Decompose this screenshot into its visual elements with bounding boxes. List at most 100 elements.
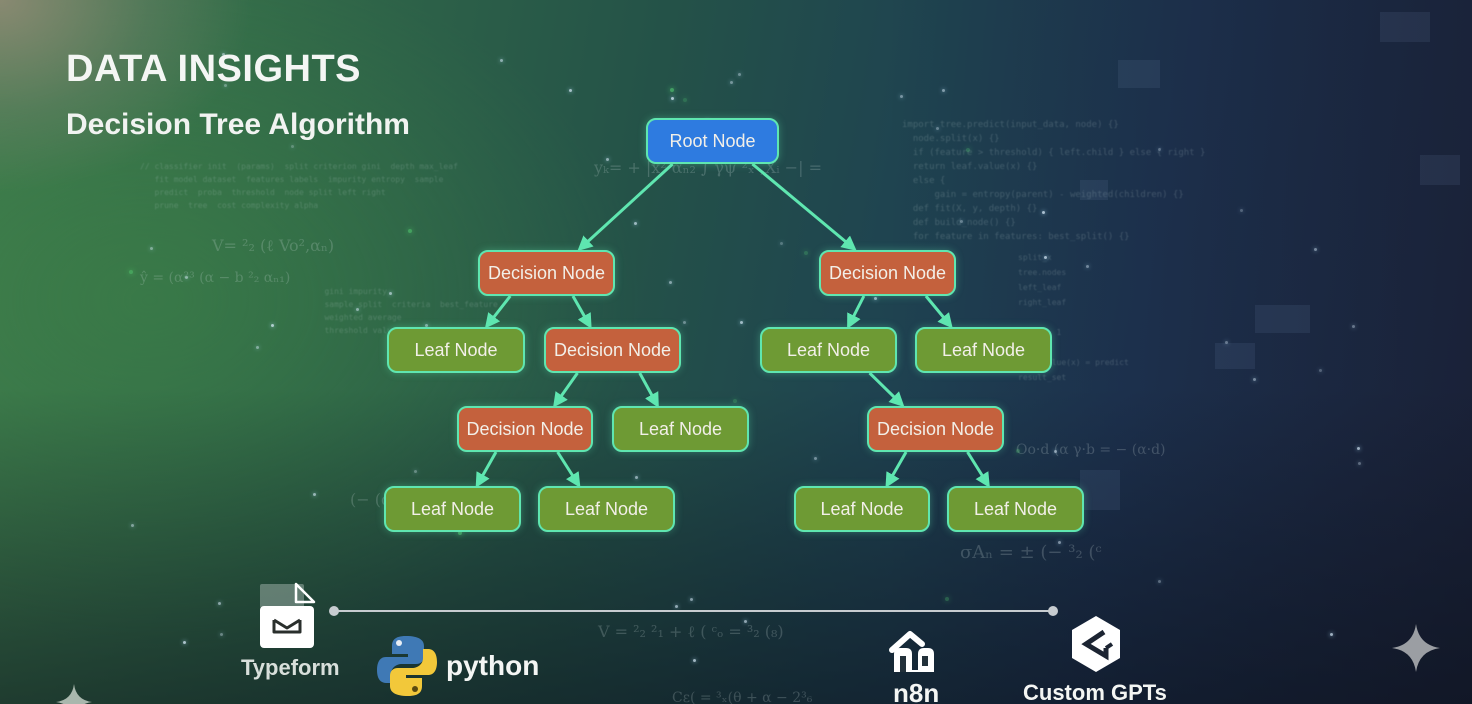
star-dot [942,89,945,92]
node-label: Decision Node [828,262,947,283]
node-label: Decision Node [487,262,606,283]
star-dot [1044,256,1047,259]
tree-edge-root-d1 [577,162,674,252]
star-dot [780,242,783,245]
star-dot [408,229,412,233]
star-dot [389,292,392,295]
tree-edge-d4-l6 [556,451,581,488]
tree-edge-d3-d4 [553,372,579,408]
star-dot [744,620,747,623]
tree-edge-root-d2 [751,162,857,251]
background-square [1118,60,1160,88]
node-label: Decision Node [466,418,584,439]
background-equation: Cε( = ³ₓ(θ + α − 2³₆ [672,690,813,704]
star-dot [966,148,970,152]
tree-node-decision[interactable]: Decision Node [819,250,956,296]
star-dot [218,602,221,605]
star-dot [804,251,808,255]
node-label: Leaf Node [973,498,1058,519]
star-dot [569,89,572,92]
star-dot [738,73,741,76]
star-dot [733,399,737,403]
background-square [1255,305,1310,333]
star-dot [1086,265,1089,268]
tool-label: Typeform [241,655,340,680]
star-dot [1158,148,1161,151]
star-dot [1016,449,1020,453]
tree-edge-d2-l3 [924,295,953,329]
star-dot [1357,447,1360,450]
tree-node-root[interactable]: Root Node [646,118,779,164]
tree-edge-d4-l5 [475,451,498,488]
star-dot [671,97,674,100]
star-dot [356,308,359,311]
tree-edge-d1-d3 [571,295,592,329]
tree-edge-l2-d5 [868,371,905,408]
tool-custom-gpts[interactable]: Custom GPTs [1020,612,1180,704]
n8n-logo-icon [889,631,934,672]
star-dot [224,84,227,87]
tree-node-decision[interactable]: Decision Node [478,250,615,296]
star-dot [635,476,638,479]
star-dot [313,493,316,496]
sparkle-icon [1392,624,1440,672]
tree-node-leaf[interactable]: Leaf Node [538,486,675,532]
timeline-dot-end [1048,606,1058,616]
tree-node-decision[interactable]: Decision Node [457,406,593,452]
tree-node-leaf[interactable]: Leaf Node [612,406,749,452]
star-dot [606,158,609,161]
background-code-block: // classifier init (params) split criter… [140,162,458,210]
node-label: Leaf Node [638,418,723,439]
star-dot [1042,211,1045,214]
background-square [1420,155,1460,185]
star-dot [291,145,294,148]
python-logo-icon [377,636,437,696]
star-dot [1054,450,1057,453]
star-dot [185,276,188,279]
custom-gpts-logo-icon [1072,616,1120,672]
star-dot [1319,369,1322,372]
tool-label: python [446,650,540,681]
background-square [1215,343,1255,369]
tree-node-decision[interactable]: Decision Node [867,406,1004,452]
tool-label: n8n [893,678,940,704]
star-dot [675,605,678,608]
tree-node-leaf[interactable]: Leaf Node [387,327,525,373]
background-code-block: gini impurity sample split criteria best… [324,287,498,335]
tree-edge-d5-l8 [966,451,990,488]
star-dot [129,270,133,274]
tree-node-leaf[interactable]: Leaf Node [760,327,897,373]
page-title: DATA INSIGHTS [66,48,362,90]
tools-timeline-line [334,610,1054,612]
star-dot [730,81,733,84]
star-dot [670,88,674,92]
star-dot [220,633,223,636]
tree-node-leaf[interactable]: Leaf Node [794,486,930,532]
background-equation: V = ²₂ ²₁ + ℓ ( ᶜₒ = ³₂ (₈) [598,622,784,641]
tree-node-leaf[interactable]: Leaf Node [915,327,1052,373]
star-dot [183,641,186,644]
tree-edge-d3-l4 [638,372,659,408]
tree-node-leaf[interactable]: Leaf Node [384,486,521,532]
star-dot [1352,325,1355,328]
tree-edge-d1-l1 [484,295,512,329]
star-dot [131,524,134,527]
star-dot [1240,209,1243,212]
star-dot [740,321,743,324]
tree-node-decision[interactable]: Decision Node [544,327,681,373]
background-equation: Oo·d (α γ·b = − (α·d) [1016,442,1166,458]
node-label: Decision Node [876,418,995,439]
node-label: Leaf Node [564,498,649,519]
tree-node-leaf[interactable]: Leaf Node [947,486,1084,532]
star-dot [1314,248,1317,251]
background-square [1380,12,1430,42]
star-dot [690,598,693,601]
star-dot [936,127,939,130]
star-dot [669,281,672,284]
tool-n8n[interactable]: n8n [880,624,960,704]
tool-python[interactable]: python [376,634,540,698]
tool-typeform[interactable]: Typeform [240,580,340,690]
star-dot [1225,341,1228,344]
star-dot [945,597,949,601]
